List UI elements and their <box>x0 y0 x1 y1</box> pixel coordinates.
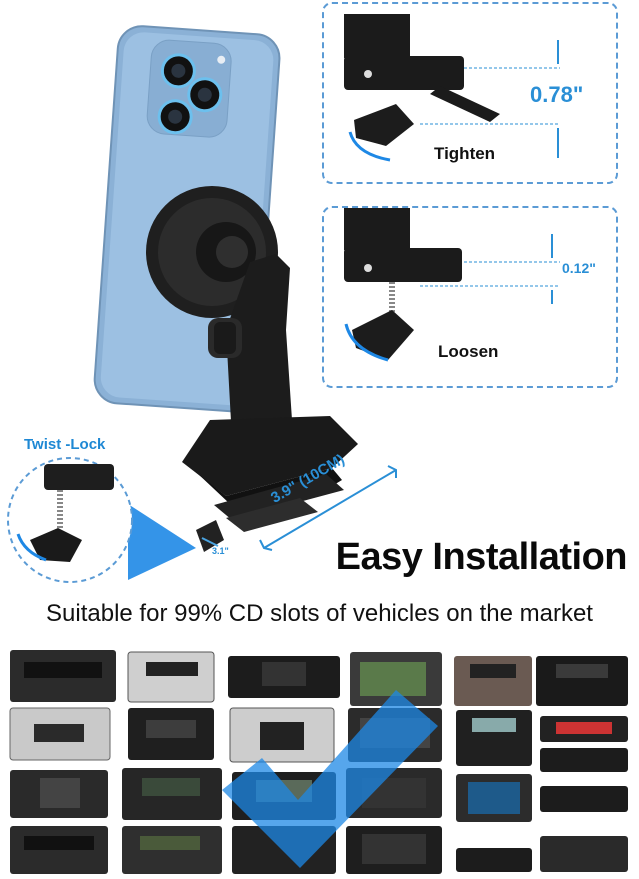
headline: Easy Installation <box>335 536 628 578</box>
twist-lock-label: Twist -Lock <box>24 436 106 453</box>
tighten-diagram <box>344 14 560 162</box>
zoom-cone <box>128 504 196 580</box>
loosen-label: Loosen <box>438 342 499 361</box>
subheadline: Suitable for 99% CD slots of vehicles on… <box>46 600 593 627</box>
tighten-dimension: 0.78" <box>530 82 584 107</box>
loosen-diagram <box>344 208 560 362</box>
length-dimension-line <box>259 465 397 551</box>
small-dimension-label: 3.1" <box>212 546 229 556</box>
callout-loosen <box>322 206 618 388</box>
checkmark-icon <box>222 690 438 868</box>
callout-tighten <box>322 2 618 184</box>
loosen-dimension: 0.12" <box>562 260 596 276</box>
car-radio-collage <box>9 650 628 874</box>
tighten-label: Tighten <box>434 144 496 163</box>
